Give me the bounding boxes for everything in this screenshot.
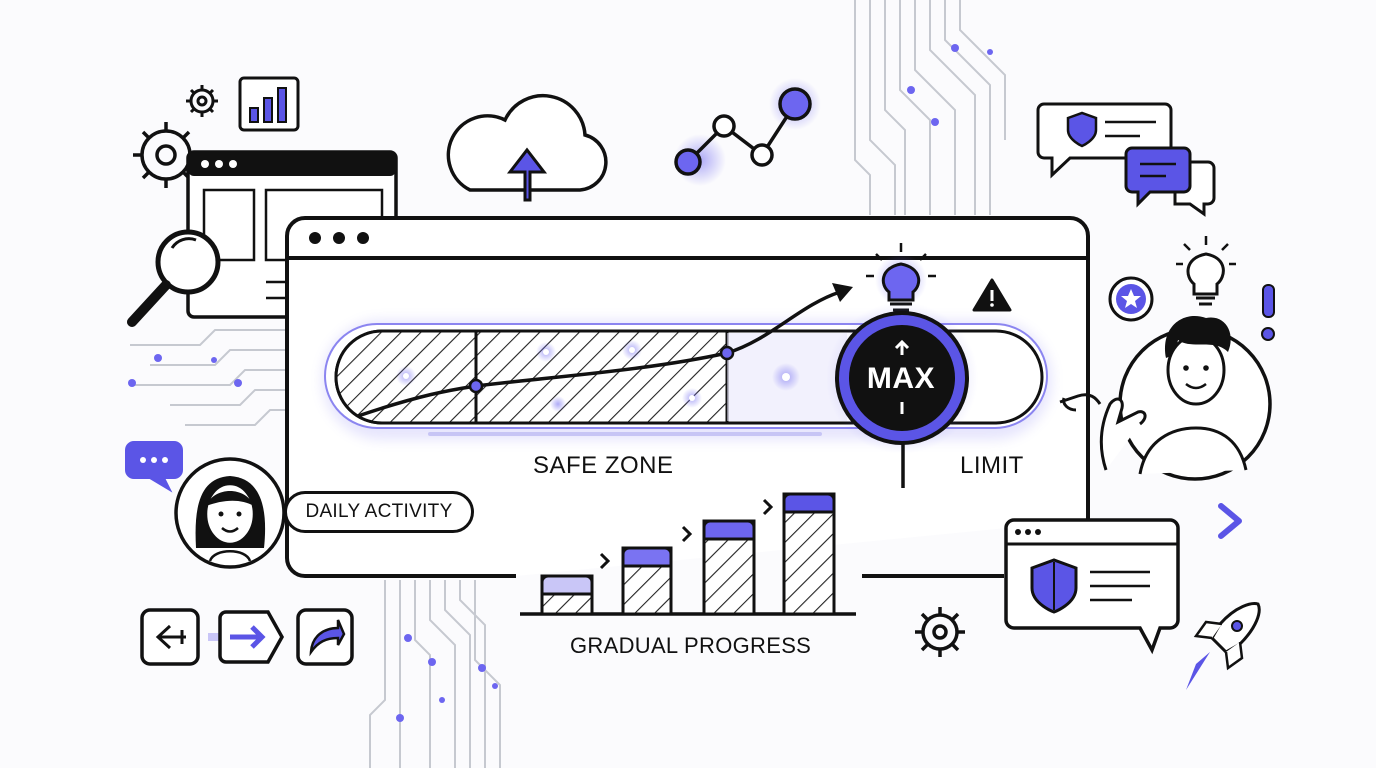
chevron-right-icon bbox=[1218, 503, 1242, 539]
circuit-lines-icon bbox=[130, 0, 1006, 768]
shield-window-icon bbox=[1004, 518, 1180, 655]
woman-avatar bbox=[174, 457, 286, 569]
star-badge-icon bbox=[1108, 276, 1154, 322]
exclamation-icon bbox=[1261, 284, 1275, 341]
gear-icon bbox=[915, 607, 965, 657]
progress-bar-2 bbox=[621, 546, 673, 616]
gradual-progress-chart bbox=[520, 492, 856, 616]
progress-bar-3 bbox=[702, 519, 756, 616]
chat-bubble-icon bbox=[1124, 146, 1216, 217]
daily-activity-label: DAILY ACTIVITY bbox=[305, 501, 453, 522]
cloud-upload-icon bbox=[446, 93, 608, 202]
chevron-right-icon bbox=[599, 498, 774, 570]
gear-icon bbox=[186, 85, 218, 117]
node-graph-icon bbox=[674, 78, 821, 186]
daily-activity-pill: DAILY ACTIVITY bbox=[284, 491, 474, 533]
lightbulb-icon bbox=[866, 243, 936, 312]
bar-chart-icon bbox=[238, 76, 300, 132]
share-arrow-icon bbox=[296, 608, 354, 666]
man-avatar bbox=[1059, 315, 1272, 481]
back-arrow-icon bbox=[140, 608, 200, 666]
progress-bar-1 bbox=[540, 574, 594, 616]
warning-icon bbox=[972, 278, 1012, 312]
forward-arrow-icon bbox=[208, 610, 285, 664]
max-label: MAX bbox=[866, 362, 936, 395]
max-button[interactable]: MAX bbox=[842, 329, 960, 429]
circuit-node-dots bbox=[128, 44, 993, 722]
safe-zone-label: SAFE ZONE bbox=[533, 452, 674, 479]
progress-bar-4 bbox=[782, 492, 836, 616]
safe-zone-fill bbox=[334, 329, 729, 425]
gradual-progress-label: GRADUAL PROGRESS bbox=[570, 633, 812, 658]
rocket-icon bbox=[1186, 602, 1261, 690]
max-knob bbox=[826, 302, 978, 488]
chat-dots-icon bbox=[125, 441, 183, 493]
trend-arrow bbox=[357, 283, 853, 418]
lightbulb-icon bbox=[1176, 236, 1236, 306]
limit-label: LIMIT bbox=[960, 452, 1024, 479]
magnifier-icon bbox=[127, 229, 221, 327]
